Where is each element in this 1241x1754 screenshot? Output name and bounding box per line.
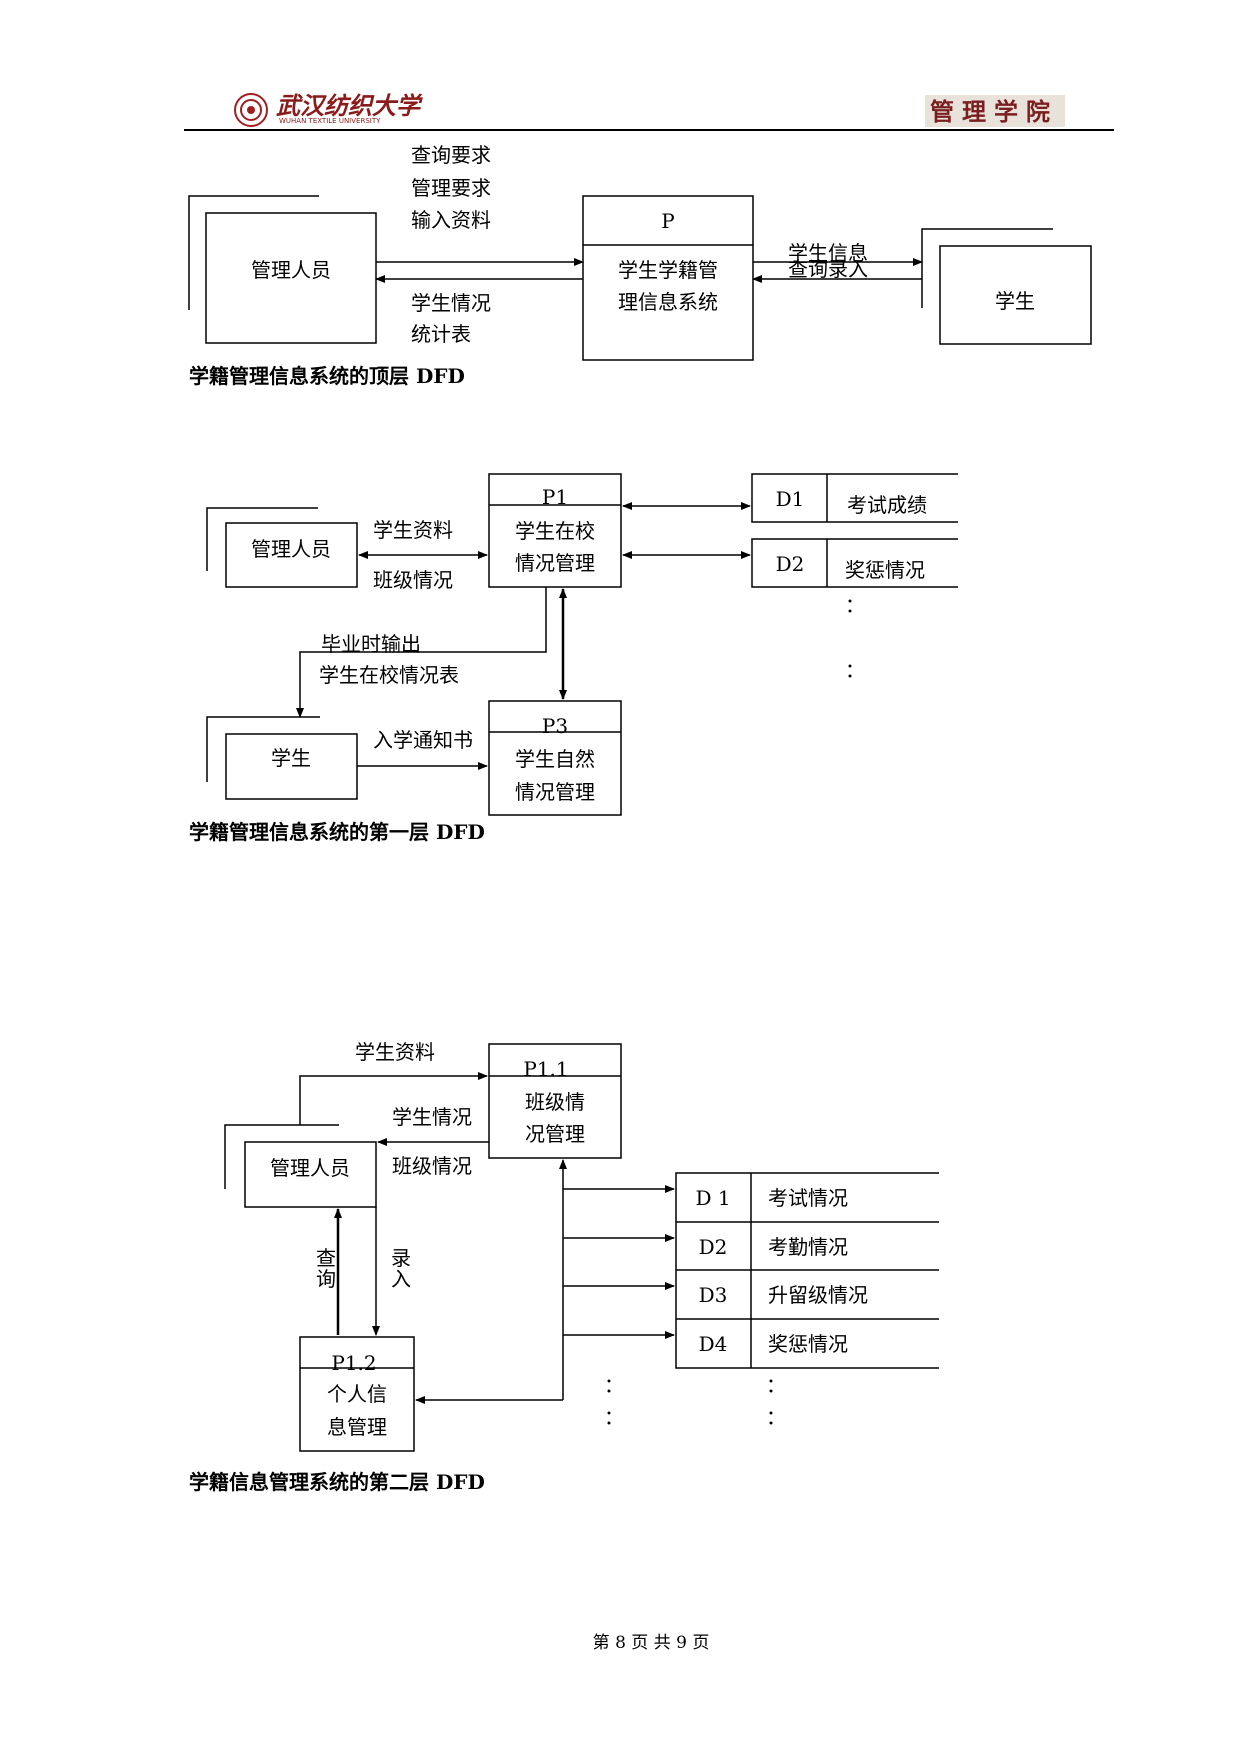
flow-label-student-info: 学生信息 (788, 241, 868, 265)
l1-flow-student-data: 学生资料 (373, 518, 453, 542)
d1-name: 考试成绩 (847, 493, 927, 517)
p1-name-line2: 情况管理 (515, 551, 595, 575)
flow-label-manage: 管理要求 (411, 176, 491, 200)
process-p11 (488, 1043, 622, 1159)
p3-id: P3 (542, 714, 568, 738)
l1-ellipsis-1: ： (845, 593, 865, 617)
p3-name-line2: 情况管理 (515, 780, 595, 804)
l1-flow-grad-output: 毕业时输出 (321, 632, 421, 656)
l2-admin-label: 管理人员 (270, 1156, 350, 1180)
l2-flow-query-2: 询 (316, 1267, 336, 1291)
admin-label: 管理人员 (251, 258, 331, 282)
university-name-cn: 武汉纺织大学 (276, 91, 423, 120)
university-logo: 武汉纺织大学 WUHAN TEXTILE UNIVERSITY (234, 91, 423, 127)
l1-flow-school-report: 学生在校情况表 (319, 663, 459, 687)
p11-name-line2: 况管理 (525, 1122, 585, 1146)
l2-d3-id: D3 (699, 1283, 728, 1307)
store-d1 (751, 473, 958, 523)
l2-d1-name: 考试情况 (768, 1186, 848, 1210)
l1-flow-class-info: 班级情况 (373, 568, 453, 592)
l1-ellipsis-2: ： (845, 658, 865, 682)
l2-d1-id: D 1 (695, 1186, 730, 1210)
p1-id: P1 (542, 485, 568, 509)
student-label: 学生 (995, 289, 1035, 313)
p1-name-line1: 学生在校 (515, 519, 595, 543)
student-entity-shadow (921, 228, 1053, 308)
process-p12 (299, 1336, 415, 1452)
l2-admin-entity (244, 1141, 377, 1208)
p3-name-line1: 学生自然 (515, 747, 595, 771)
process-name-line1: 学生学籍管 (618, 258, 718, 282)
level1-dfd-caption: 学籍管理信息系统的第一层 DFD (189, 820, 485, 844)
store-d2 (751, 538, 958, 588)
flow-label-query-entry: 查询录入 (788, 257, 868, 281)
l1-admin-entity (225, 522, 358, 588)
level1-dfd: 管理人员 P1 学生在校 情况管理 D1 考试成绩 D2 奖惩情况 ： ： 学生… (189, 473, 958, 844)
flow-label-query: 查询要求 (411, 143, 491, 167)
flow-label-input: 输入资料 (411, 208, 491, 232)
d2-name: 奖惩情况 (845, 558, 925, 582)
l2-ellipsis-1: ： (604, 1373, 624, 1397)
d2-id: D2 (776, 552, 805, 576)
process-p1 (488, 473, 622, 588)
l1-admin-label: 管理人员 (251, 537, 331, 561)
flow-label-stat-table: 统计表 (411, 322, 471, 346)
student-entity (939, 245, 1092, 345)
l2-data-stores: D 1 考试情况 D2 考勤情况 D3 升留级情况 D4 奖惩情况 (675, 1172, 939, 1369)
l2-d2-name: 考勤情况 (768, 1235, 848, 1259)
d1-id: D1 (776, 487, 805, 511)
page-footer: 第 8 页 共 9 页 (593, 1633, 710, 1653)
p12-name-line2: 息管理 (327, 1415, 387, 1439)
p11-name-line1: 班级情 (525, 1090, 585, 1114)
l2-flow-enter-2: 入 (391, 1267, 411, 1291)
l2-admin-shadow (224, 1124, 339, 1189)
l2-ellipsis-2: ： (604, 1405, 624, 1429)
l1-flow-admission: 入学通知书 (373, 728, 473, 752)
level2-dfd-caption: 学籍信息管理系统的第二层 DFD (189, 1470, 485, 1494)
l2-flow-query-1: 查 (316, 1246, 336, 1270)
process-p3 (488, 700, 622, 816)
p12-id: P1.2 (331, 1351, 376, 1375)
l1-admin-shadow (206, 507, 318, 571)
l2-d4-name: 奖惩情况 (768, 1332, 848, 1356)
l2-d3-name: 升留级情况 (768, 1283, 868, 1307)
level2-dfd: P1.1 班级情 况管理 管理人员 学生资料 学生情况 班级情况 查 询 录 入… (189, 1040, 939, 1494)
flow-p1-to-student (296, 587, 547, 718)
p12-name-line1: 个人信 (327, 1382, 387, 1406)
l2-d2-id: D2 (699, 1235, 728, 1259)
l2-flow-enter-1: 录 (391, 1246, 411, 1270)
process-name-line2: 理信息系统 (618, 290, 718, 314)
admin-entity-shadow (188, 195, 319, 310)
l2-ellipsis-4: ： (766, 1405, 786, 1429)
flow-admin-to-p11 (299, 1072, 488, 1125)
university-name-en: WUHAN TEXTILE UNIVERSITY (279, 117, 381, 125)
l2-d4-id: D4 (699, 1332, 728, 1356)
l2-ellipsis-3: ： (766, 1373, 786, 1397)
l2-flow-class-info: 班级情况 (392, 1154, 472, 1178)
page-header: 武汉纺织大学 WUHAN TEXTILE UNIVERSITY 管理学院 (184, 91, 1114, 131)
flow-label-student-status: 学生情况 (411, 291, 491, 315)
top-dfd: 管理人员 P 学生学籍管 理信息系统 学生 查询要求 管理要求 输入资料 学生情… (188, 143, 1092, 388)
l1-student-shadow (206, 716, 320, 782)
top-dfd-caption: 学籍管理信息系统的顶层 DFD (189, 364, 465, 388)
l2-flow-student-data: 学生资料 (355, 1040, 435, 1064)
l1-student-label: 学生 (271, 746, 311, 770)
p11-id: P1.1 (523, 1057, 568, 1081)
process-id: P (661, 209, 674, 233)
l2-flow-student-info: 学生情况 (392, 1105, 472, 1129)
college-name: 管理学院 (930, 97, 1058, 126)
